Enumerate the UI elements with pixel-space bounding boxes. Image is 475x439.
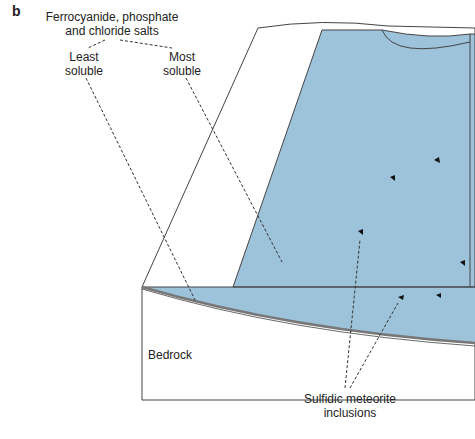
leader-lines [86,40,398,388]
right-edge [470,34,471,287]
top-arc [382,30,470,49]
surface-line [142,287,475,288]
panel-letter: b [12,4,32,18]
most-soluble-label: Most soluble [150,50,214,78]
outer-block [142,22,475,400]
salts-heading: Ferrocyanide, phosphate and chloride sal… [42,10,182,38]
inclusions-label: Sulfidic meteorite inclusions [300,392,400,420]
least-soluble-label: Least soluble [52,50,116,78]
least-soluble-layer [142,287,475,343]
inclusions [358,157,465,300]
salt-basin [142,287,475,343]
salt-face [233,30,475,287]
bedrock-label: Bedrock [148,348,208,362]
bedrock-line [142,289,475,346]
